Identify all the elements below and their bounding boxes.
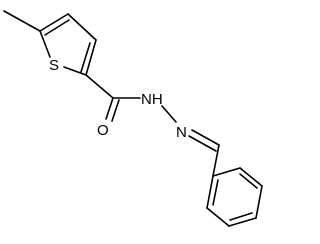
ring-bond-c2-s bbox=[63, 66, 87, 76]
benzene-bond-2 bbox=[239, 167, 263, 187]
benzene-bond-4-inner bbox=[229, 212, 253, 221]
ring-bond-c5-c4-inner bbox=[44, 19, 70, 36]
imine-double-bond-b bbox=[188, 135, 217, 152]
amide-nitrogen-atom-label: NH bbox=[141, 91, 163, 108]
benzene-bond-6 bbox=[206, 175, 214, 209]
carbonyl-double-bond-a bbox=[105, 97, 114, 120]
ring-bond-s-c5 bbox=[39, 30, 51, 58]
bond-ring-carbonyl bbox=[85, 74, 114, 99]
ring-bond-c4-c3 bbox=[67, 13, 97, 41]
carbonyl-double-bond-b bbox=[111, 99, 120, 122]
bond-imine-phenyl bbox=[212, 144, 220, 177]
ring-bond-c5-c4 bbox=[39, 13, 69, 32]
imine-nitrogen-atom-label: N bbox=[176, 124, 187, 141]
benzene-bond-1 bbox=[212, 167, 241, 177]
bond-nh-n bbox=[161, 105, 177, 123]
methyl-bond bbox=[3, 10, 41, 32]
ring-bond-c3-c2-inner bbox=[80, 42, 91, 73]
benzene-bond-3 bbox=[255, 185, 263, 219]
benzene-bond-6-inner bbox=[212, 179, 219, 206]
structure-canvas: S O NH N bbox=[3, 10, 263, 227]
benzene-bond-5 bbox=[206, 207, 230, 227]
benzene-bond-2-inner bbox=[239, 173, 258, 189]
imine-double-bond-a bbox=[191, 129, 220, 146]
sulfur-atom-label: S bbox=[49, 57, 59, 74]
molecule-drawing: S O NH N bbox=[3, 10, 263, 227]
ring-bond-c3-c2 bbox=[85, 39, 97, 76]
oxygen-atom-label: O bbox=[97, 122, 109, 139]
benzene-bond-4 bbox=[228, 217, 257, 227]
